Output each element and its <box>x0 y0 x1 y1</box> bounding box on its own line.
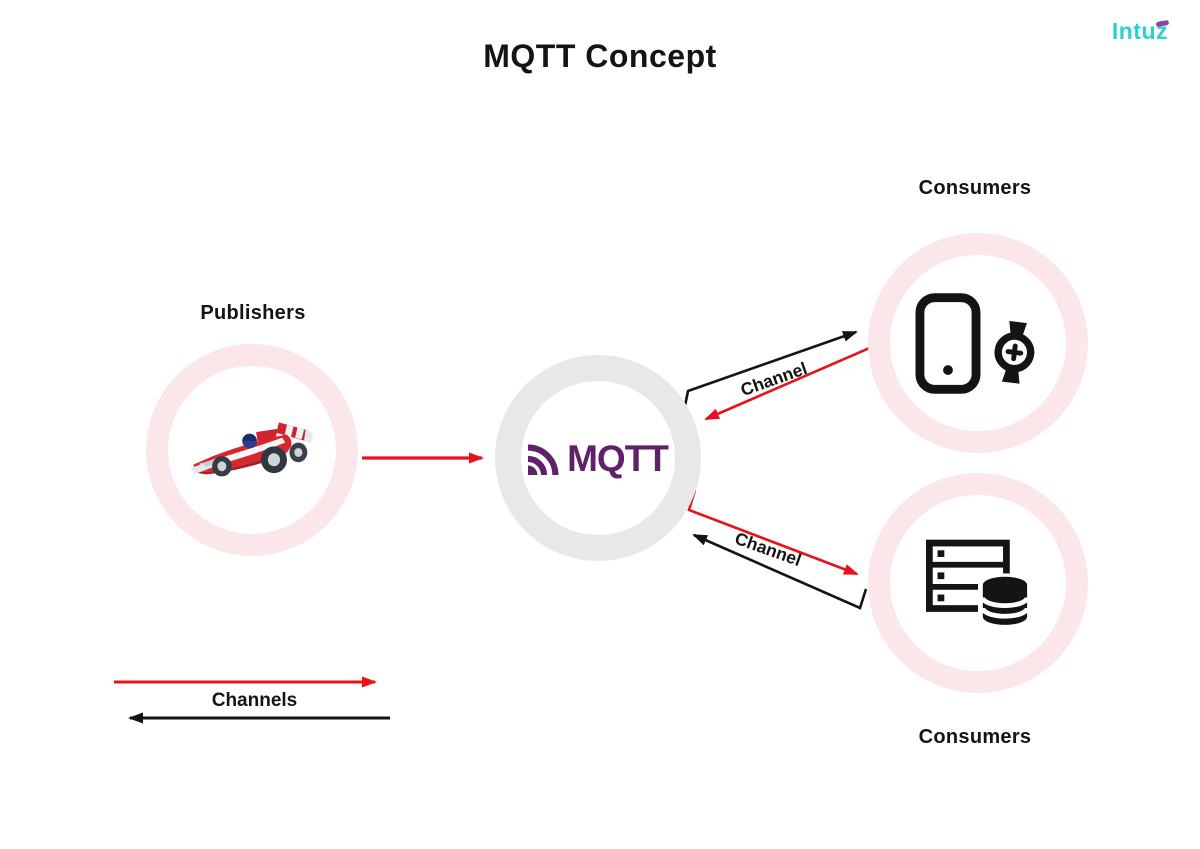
devices-icon-group <box>915 292 1035 394</box>
channel-bottom-label: Channel <box>732 528 805 570</box>
smartwatch-icon <box>994 320 1035 384</box>
database-icon <box>978 573 1030 627</box>
mqtt-logo: MQTT <box>528 437 669 479</box>
channel-top-label: Channel <box>737 358 810 400</box>
publishers-circle <box>146 344 358 556</box>
legend-label: Channels <box>211 690 298 711</box>
server-db-icon-group <box>926 539 1030 627</box>
page-title: MQTT Concept <box>483 38 717 74</box>
brand-logo: Intuz <box>1111 18 1170 48</box>
consumers-bottom-label: Consumers <box>918 726 1032 748</box>
broker-circle: MQTT <box>495 355 701 561</box>
publishers-label: Publishers <box>200 302 306 324</box>
smartphone-icon <box>915 292 981 394</box>
brand-accent-letter: z <box>1156 18 1168 44</box>
consumers-top-label: Consumers <box>918 177 1032 199</box>
race-car-icon <box>191 422 313 477</box>
consumers-bottom-circle <box>868 473 1088 693</box>
mqtt-wordmark: MQTT <box>567 437 669 479</box>
mqtt-signal-arcs-icon <box>528 444 559 475</box>
consumers-top-circle <box>868 233 1088 453</box>
brand-text: Intu <box>1111 18 1156 44</box>
